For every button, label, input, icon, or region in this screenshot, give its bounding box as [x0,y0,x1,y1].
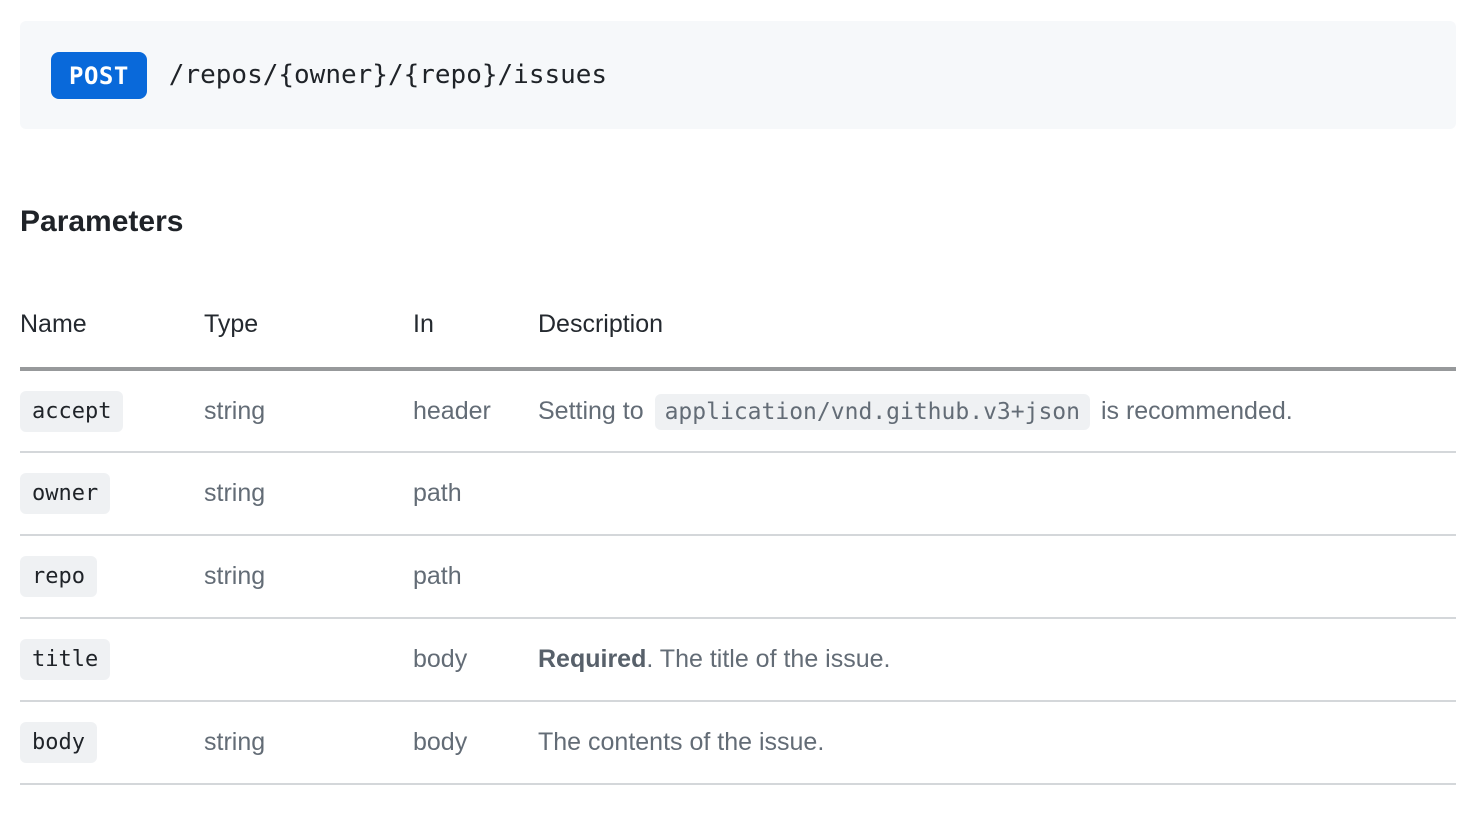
parameters-table-header: Name Type In Description [20,271,1456,371]
param-name-cell: repo [20,535,204,619]
param-in-cell: body [413,701,538,785]
required-label: Required [538,645,647,673]
inline-code: application/vnd.github.v3+json [654,393,1090,430]
param-description-cell [538,535,1456,619]
param-description-cell: Required. The title of the issue. [538,618,1456,702]
param-name-code: repo [20,556,97,597]
param-type-cell: string [204,701,413,785]
param-description-cell: The contents of the issue. [538,701,1456,785]
description-text: . The title of the issue. [646,645,891,673]
param-name-cell: owner [20,452,204,536]
param-name-code: body [20,722,97,763]
param-in-cell: body [413,618,538,702]
http-method-badge: POST [51,51,147,99]
param-name-cell: accept [20,369,204,453]
param-description-cell: Setting to application/vnd.github.v3+jso… [538,369,1456,453]
description-text: is recommended. [1094,396,1293,425]
param-in-cell: path [413,535,538,619]
param-name-cell: body [20,701,204,785]
column-header-type: Type [204,271,413,371]
param-in-cell: path [413,452,538,536]
description-text: Setting to [538,396,651,425]
description-text: The contents of the issue. [538,728,825,756]
column-header-in: In [413,271,538,371]
param-name-code: owner [20,473,111,514]
param-type-cell: string [204,452,413,536]
param-description-cell [538,452,1456,536]
column-header-description: Description [538,271,1456,371]
parameters-heading: Parameters [20,205,184,238]
param-type-cell [204,618,413,702]
column-header-name: Name [20,271,204,371]
param-name-code: accept [20,390,124,432]
param-name-code: title [20,639,111,680]
endpoint-header: POST /repos/{owner}/{repo}/issues [20,21,1456,129]
param-in-cell: header [413,369,538,453]
param-type-cell: string [204,369,413,453]
param-name-cell: title [20,618,204,702]
param-type-cell: string [204,535,413,619]
endpoint-path: /repos/{owner}/{repo}/issues [168,60,608,90]
